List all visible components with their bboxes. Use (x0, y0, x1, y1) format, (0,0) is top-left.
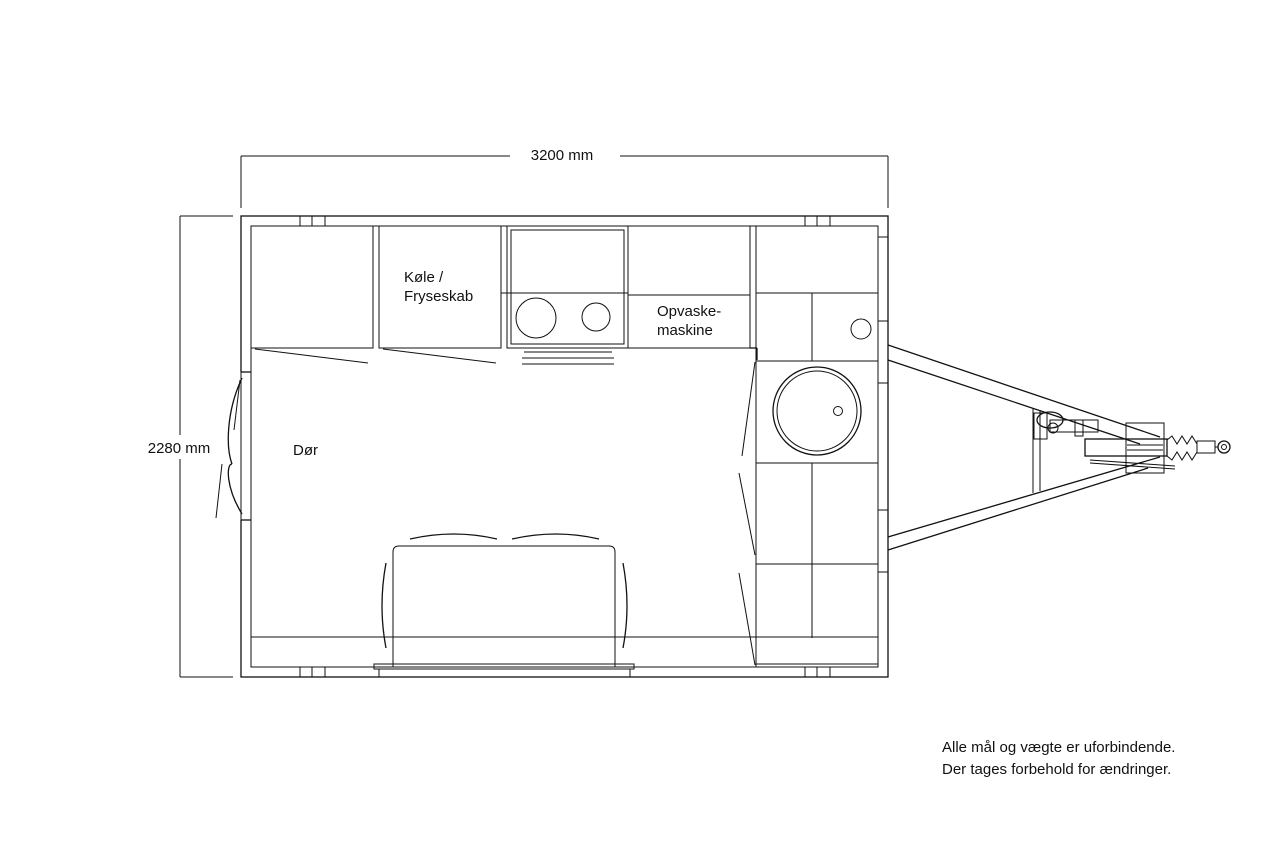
entry-door: Dør (215, 371, 318, 521)
width-dimension: 3200 mm (240, 147, 889, 208)
sink-drain-icon (833, 406, 843, 416)
cushion-right (511, 533, 600, 540)
height-dimension: 2280 mm (140, 215, 233, 678)
bathroom (738, 226, 878, 667)
hob-top (510, 229, 625, 345)
cabinet-left (250, 225, 374, 349)
cushion-left (409, 533, 498, 540)
disclaimer: Alle mål og vægte er uforbindende. Der t… (942, 737, 1175, 781)
armrest-left (381, 562, 387, 649)
fridge-label-line1: Køle / (404, 269, 444, 286)
height-label: 2280 mm (148, 440, 211, 457)
dishwasher-label-line2: maskine (657, 322, 713, 339)
stove-unit (506, 225, 629, 349)
dishwasher (627, 225, 751, 349)
width-label: 3200 mm (531, 147, 594, 164)
kitchen-counter: Køle / Fryseskab Opvaske- maskine (250, 225, 758, 365)
seating-area (251, 533, 878, 678)
burner-small (581, 302, 611, 332)
dishwasher-label-line1: Opvaske- (657, 303, 721, 320)
armrest-right (622, 562, 628, 649)
tow-drawbar (887, 344, 1231, 551)
burner-large (515, 297, 557, 339)
disclaimer-line1: Alle mål og vægte er uforbindende. (942, 739, 1176, 756)
door-label: Dør (293, 442, 318, 459)
jockey-wheel-icon (1033, 411, 1099, 440)
fridge-freezer (378, 225, 502, 349)
coupling-head-icon (1084, 422, 1231, 474)
sink-basin (772, 366, 862, 456)
drain-icon (850, 318, 872, 340)
sofa (392, 545, 616, 667)
fridge-label-line2: Fryseskab (404, 288, 473, 305)
disclaimer-line2: Der tages forbehold for ændringer. (942, 761, 1172, 778)
